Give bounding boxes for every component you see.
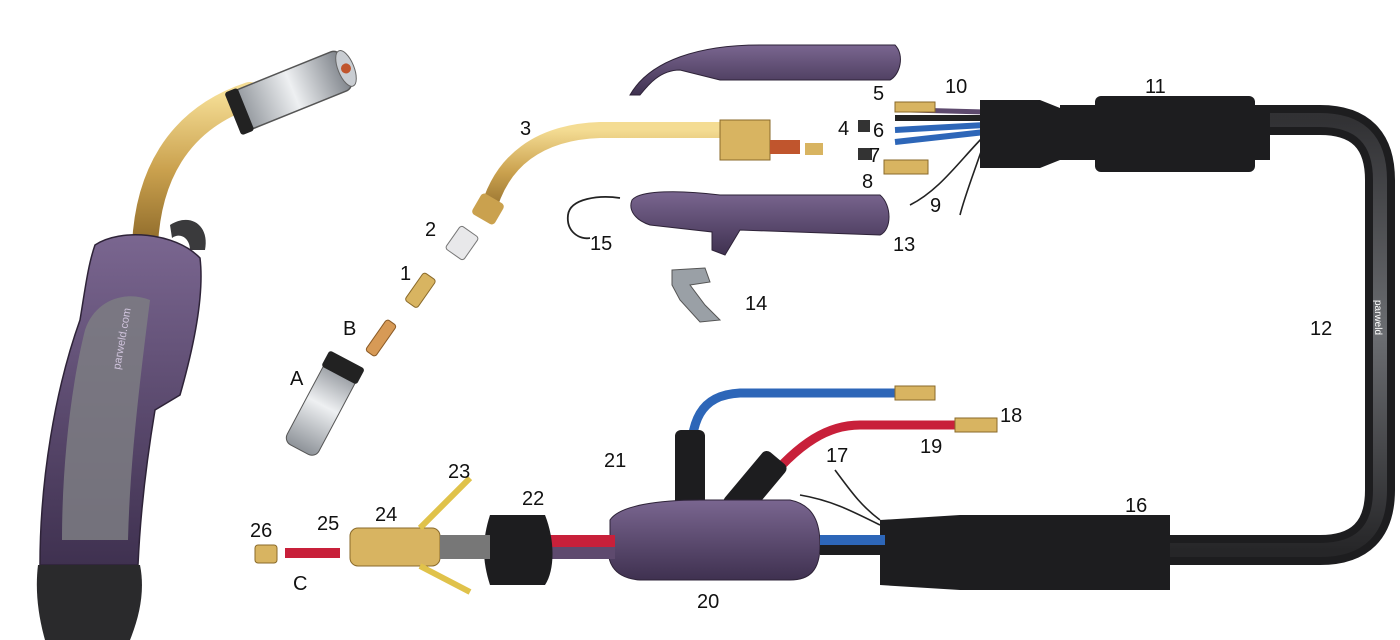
trigger-14 [671, 267, 722, 323]
adapter-24 [349, 475, 490, 595]
label-1: 1 [400, 263, 411, 285]
contact-tip-B [365, 319, 397, 357]
label-20: 20 [697, 591, 719, 613]
label-24: 24 [375, 504, 397, 526]
label-9: 9 [930, 195, 941, 217]
label-19: 19 [920, 436, 942, 458]
label-B: B [343, 318, 356, 340]
label-4: 4 [838, 118, 849, 140]
guide-C [285, 548, 340, 558]
label-26: 26 [250, 520, 272, 542]
label-22: 22 [522, 488, 544, 510]
ferrule-7 [858, 148, 872, 160]
label-18: 18 [1000, 405, 1022, 427]
label-11: 11 [1145, 76, 1166, 98]
torch-nozzle [225, 50, 357, 135]
cap-26 [254, 544, 278, 564]
label-6: 6 [873, 120, 884, 142]
body-20 [608, 499, 821, 581]
label-14: 14 [745, 293, 767, 315]
tip-holder-1 [405, 272, 436, 308]
main-cable: parweld [880, 96, 1395, 590]
fitting-18 [954, 417, 998, 433]
torch-rear-boot [36, 565, 142, 640]
fitting-8 [883, 159, 929, 175]
label-C: C [293, 573, 307, 595]
wires-17 [799, 469, 881, 526]
connector-assembly [254, 385, 998, 595]
label-13: 13 [893, 234, 915, 256]
label-12: 12 [1310, 318, 1332, 340]
label-15: 15 [590, 233, 612, 255]
diffuser-2 [445, 225, 479, 261]
torch-handle-grip [62, 296, 150, 540]
swan-neck-3 [472, 119, 823, 225]
trigger-wire-15 [567, 196, 621, 240]
label-21: 21 [604, 450, 626, 472]
nut-22 [484, 515, 553, 585]
nozzle-part-A [285, 351, 364, 456]
cable-brand-text: parweld [1372, 300, 1383, 335]
label-25: 25 [317, 513, 339, 535]
wires-9 [909, 134, 986, 216]
torch-trigger [170, 219, 206, 250]
label-10: 10 [945, 76, 967, 98]
label-7: 7 [869, 145, 880, 167]
label-2: 2 [425, 219, 436, 241]
label-A: A [290, 368, 304, 390]
label-16: 16 [1125, 495, 1147, 517]
label-5: 5 [873, 83, 884, 105]
label-17: 17 [826, 445, 848, 467]
label-8: 8 [862, 171, 873, 193]
label-3: 3 [520, 118, 531, 140]
fitting-5 [894, 101, 936, 113]
torch-neck [132, 82, 263, 258]
oring-4 [858, 120, 870, 132]
assembled-torch: parweld.com [36, 50, 357, 640]
rear-connectors [858, 101, 986, 216]
handle-shell-lower-13 [630, 191, 890, 256]
hose-blue-fitting [894, 385, 936, 401]
strain-relief-16 [880, 515, 1170, 590]
callouts: A B C 1 2 3 4 5 6 7 8 9 10 11 12 13 14 1… [250, 76, 1332, 613]
label-23: 23 [448, 461, 470, 483]
handle-shell-upper [629, 44, 901, 96]
